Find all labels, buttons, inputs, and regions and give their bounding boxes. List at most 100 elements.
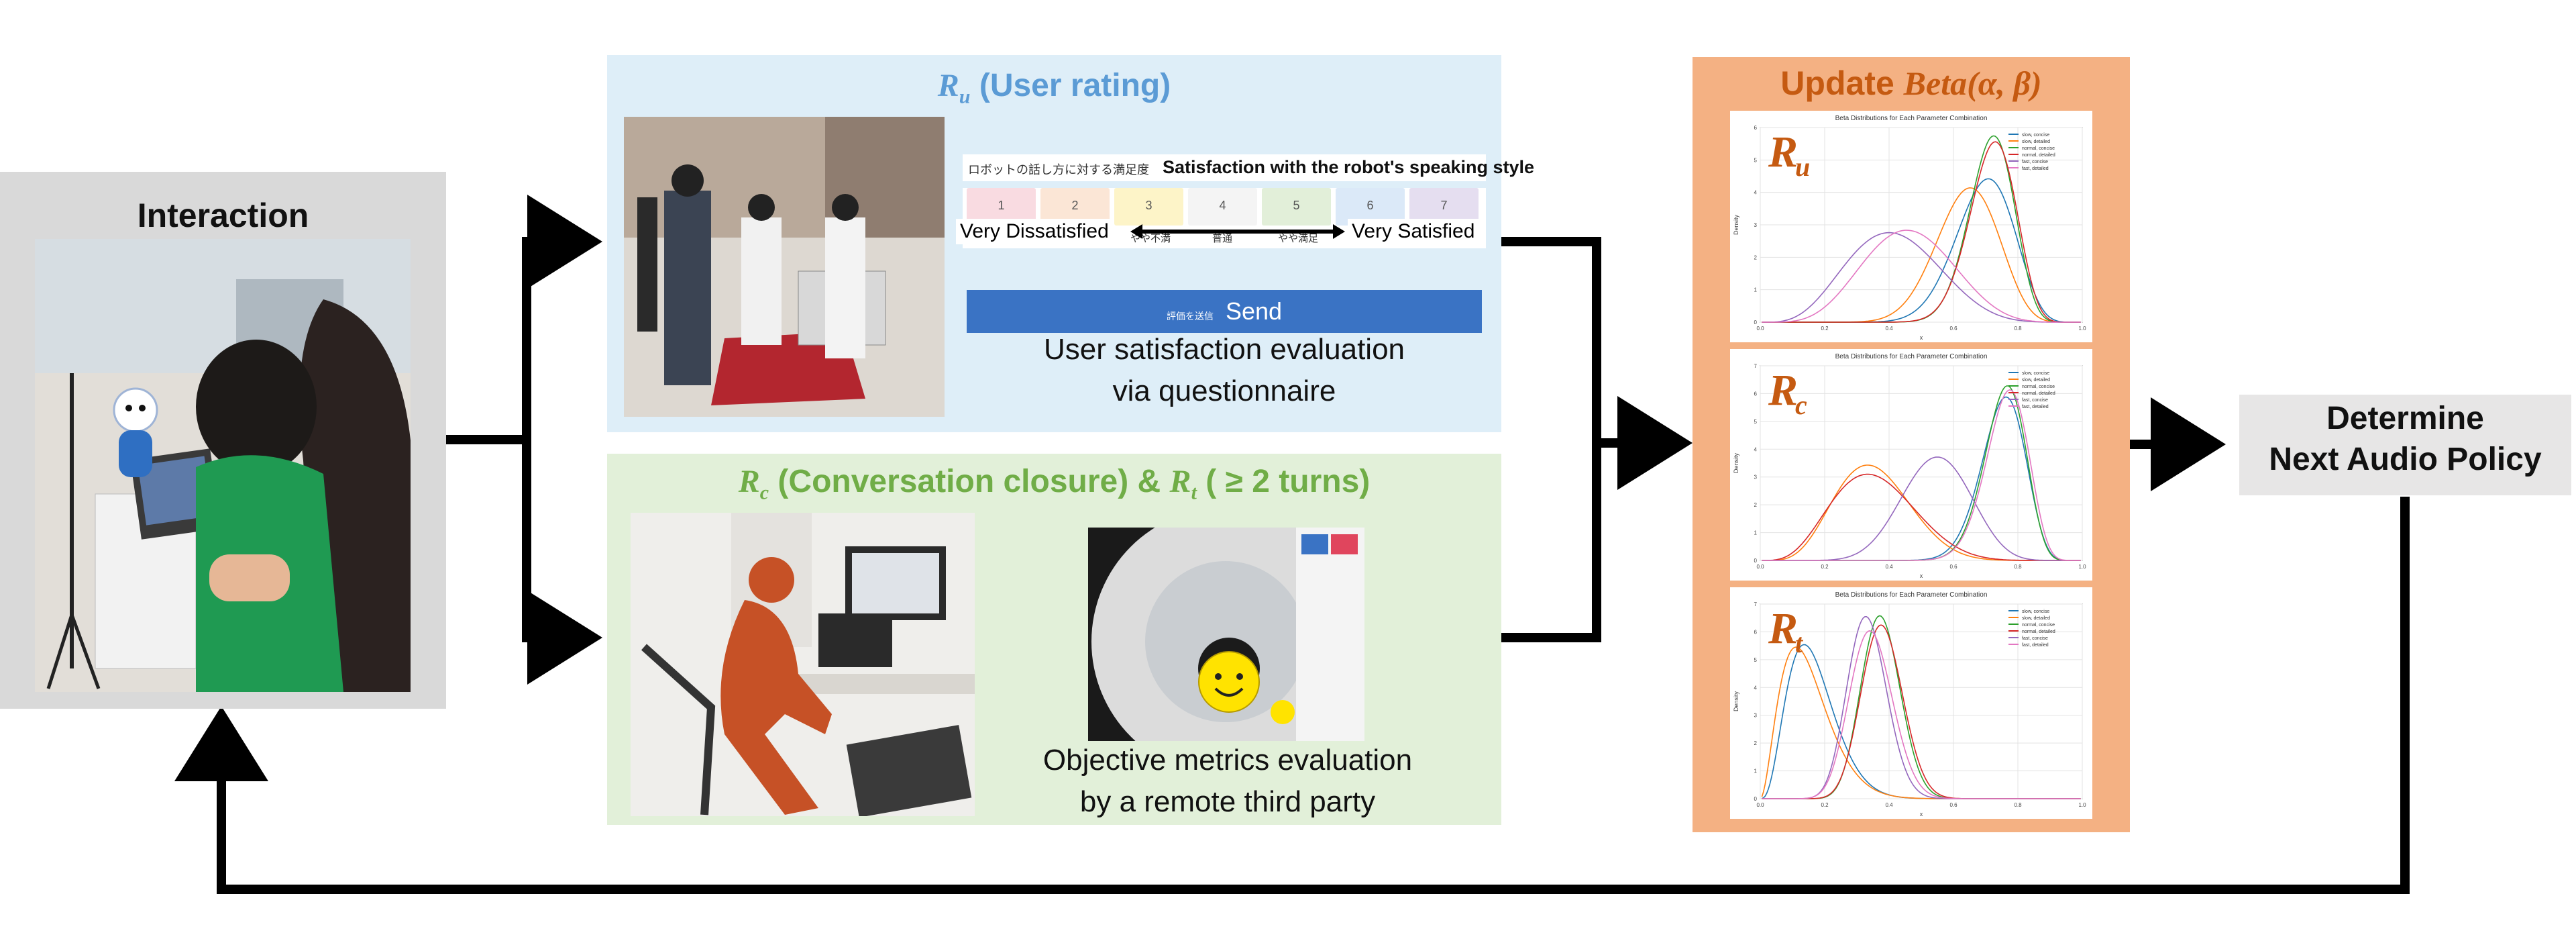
rating-number: 1 — [998, 199, 1005, 212]
rt-subscript: t — [1191, 481, 1197, 504]
update-label: Update — [1780, 64, 1894, 102]
update-beta-panel: Update Beta(α, β) Beta Distributions for… — [1693, 57, 2130, 832]
user-rating-photo — [624, 117, 945, 417]
y-tick-label: 2 — [1754, 740, 1758, 746]
x-tick-label: 0.4 — [1885, 802, 1893, 808]
plot-title: Beta Distributions for Each Parameter Co… — [1835, 353, 1988, 360]
plot-title: Beta Distributions for Each Parameter Co… — [1835, 591, 1988, 599]
y-tick-label: 1 — [1754, 530, 1758, 536]
y-tick-label: 7 — [1754, 363, 1758, 369]
plot-symbol-sub-c: c — [1795, 390, 1807, 420]
closure-caption-line1: Objective metrics evaluation — [1042, 744, 1413, 777]
legend-entry: slow, concise — [2022, 609, 2049, 614]
y-tick-label: 6 — [1754, 125, 1758, 131]
turns-label: ( ≥ 2 turns) — [1205, 464, 1371, 499]
rating-number: 7 — [1440, 199, 1448, 212]
rc-symbol: R — [738, 464, 760, 499]
rating-option-5[interactable]: 5 — [1262, 188, 1331, 226]
plot-symbol-u: R — [1768, 128, 1798, 177]
rating-4-jp: 普通 — [1212, 233, 1233, 244]
x-tick-label: 0.2 — [1821, 326, 1829, 332]
plot-symbol-sub-u: u — [1795, 152, 1810, 182]
questionnaire-jp-label: ロボットの話し方に対する満足度 — [968, 163, 1149, 177]
x-tick-label: 0.2 — [1821, 564, 1829, 570]
interaction-title: Interaction — [137, 197, 309, 234]
rating-5-jp: やや満足 — [1278, 233, 1319, 244]
plot-title: Beta Distributions for Each Parameter Co… — [1835, 115, 1988, 122]
plot-symbol-t: R — [1768, 604, 1798, 653]
user-rating-caption-line1: User satisfaction evaluation — [1043, 333, 1405, 366]
curve-normal-detailed — [1762, 141, 2081, 323]
y-tick-label: 0 — [1754, 558, 1758, 564]
plot-symbol-c: R — [1768, 366, 1798, 415]
y-tick-label: 1 — [1754, 768, 1758, 775]
curve-fast-detailed — [1762, 230, 2081, 323]
y-tick-label: 2 — [1754, 502, 1758, 508]
ru-subscript: u — [959, 85, 971, 108]
y-tick-label: 4 — [1754, 190, 1758, 196]
plot-background — [1730, 111, 2092, 342]
rc-subscript: c — [759, 481, 769, 504]
x-tick-label: 0.0 — [1756, 326, 1764, 332]
x-tick-label: 0.2 — [1821, 802, 1829, 808]
x-tick-label: 0.0 — [1756, 802, 1764, 808]
curve-fast-detailed — [1762, 630, 2081, 799]
y-axis-label: Density — [1733, 691, 1739, 711]
send-jp-label: 評価を送信 — [1166, 311, 1214, 321]
rating-number: 3 — [1145, 199, 1152, 212]
legend-entry: slow, detailed — [2022, 378, 2050, 383]
arrow-user-rating-out — [1501, 237, 1601, 443]
user-rating-panel: Ru (User rating) ロボットの話し方に対する満足度 Satisfa… — [607, 55, 1534, 432]
legend-entry: normal, concise — [2022, 623, 2055, 628]
user-rating-caption-line2: via questionnaire — [1112, 375, 1336, 407]
legend-entry: normal, concise — [2022, 385, 2055, 389]
satisfaction-range-arrow — [1130, 224, 1345, 239]
remote-operator-illustration — [631, 513, 975, 816]
x-axis-label: x — [1920, 334, 1923, 341]
x-tick-label: 0.4 — [1885, 564, 1893, 570]
legend-entry: normal, detailed — [2022, 630, 2055, 634]
rating-number: 2 — [1071, 199, 1079, 212]
determine-box: Determine Next Audio Policy — [2239, 395, 2571, 495]
y-tick-label: 3 — [1754, 222, 1758, 228]
determine-line2: Next Audio Policy — [2269, 442, 2542, 477]
curve-fast-detailed — [1762, 389, 2081, 561]
rating-number: 4 — [1219, 199, 1226, 212]
x-tick-label: 0.6 — [1949, 802, 1957, 808]
x-tick-label: 0.6 — [1949, 564, 1957, 570]
rating-option-4[interactable]: 4 — [1188, 188, 1257, 226]
legend-entry: fast, detailed — [2022, 643, 2049, 648]
legend-entry: fast, detailed — [2022, 405, 2049, 409]
rating-option-3[interactable]: 3 — [1114, 188, 1183, 226]
x-tick-label: 0.8 — [2014, 802, 2022, 808]
y-tick-label: 5 — [1754, 157, 1758, 163]
arrow-to-closure — [522, 440, 602, 685]
legend-entry: fast, concise — [2022, 636, 2048, 641]
questionnaire-widget: ロボットの話し方に対する満足度 Satisfaction with the ro… — [956, 154, 1534, 369]
closure-title: Rc (Conversation closure) & Rt ( ≥ 2 tur… — [607, 463, 1501, 505]
arrow-feedback-loop — [174, 497, 2410, 894]
questionnaire-header — [963, 154, 1486, 181]
user-rating-label: (User rating) — [979, 68, 1171, 103]
closure-caption-line2: by a remote third party — [1079, 785, 1376, 818]
plot-background — [1730, 587, 2092, 819]
y-tick-label: 4 — [1754, 446, 1758, 452]
plot-symbol-sub-t: t — [1795, 628, 1804, 658]
curve-normal-detailed — [1762, 473, 2081, 561]
y-tick-label: 4 — [1754, 685, 1758, 691]
y-tick-label: 3 — [1754, 475, 1758, 481]
x-tick-label: 0.0 — [1756, 564, 1764, 570]
x-axis-label: x — [1920, 573, 1923, 579]
beta-plot-c: Beta Distributions for Each Parameter Co… — [1730, 349, 2092, 581]
rating-number: 6 — [1366, 199, 1374, 212]
beta-plot-u: Beta Distributions for Each Parameter Co… — [1730, 111, 2092, 342]
curve-fast-concise — [1762, 232, 2081, 323]
mall-visitors-illustration — [624, 117, 945, 417]
y-axis-label: Density — [1733, 214, 1739, 235]
y-tick-label: 7 — [1754, 601, 1758, 607]
rating-number: 5 — [1293, 199, 1300, 212]
legend-entry: slow, detailed — [2022, 616, 2050, 621]
closure-caption: Objective metrics evaluation by a remote… — [1010, 740, 1446, 823]
